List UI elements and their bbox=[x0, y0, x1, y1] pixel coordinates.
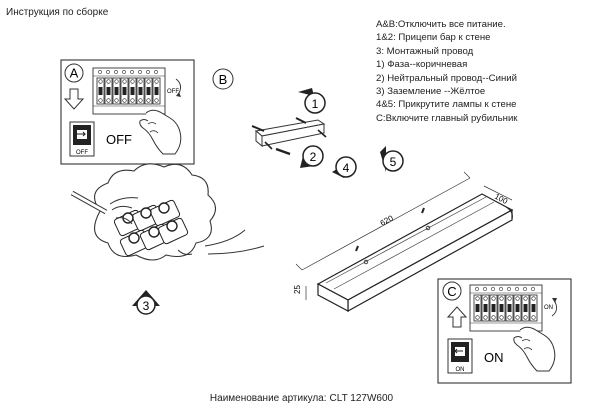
panel-a-letter: A bbox=[70, 66, 79, 81]
panel-a-badge bbox=[64, 63, 84, 83]
instruction-line: 4&5: Прикрутите лампы к стене bbox=[376, 99, 517, 111]
panel-c: C ON ON ON bbox=[437, 278, 572, 384]
small-switch-label: OFF bbox=[76, 150, 88, 156]
off-label: OFF bbox=[106, 132, 132, 147]
step-4-badge: 4 bbox=[332, 156, 357, 178]
step-3-label: 3 bbox=[143, 299, 150, 313]
article-model: CLT 127W600 bbox=[329, 393, 394, 404]
step-2-label: 2 bbox=[310, 150, 317, 164]
small-switch-icon bbox=[447, 338, 473, 374]
panel-b-badge bbox=[212, 68, 234, 90]
instruction-list: A&B:Отключить все питание. 1&2: Прицепи … bbox=[376, 18, 518, 125]
article-name-label: Наименование артикула: bbox=[209, 393, 327, 404]
breaker-on-label: ON bbox=[544, 305, 553, 311]
step-5-badge: 5 bbox=[380, 146, 404, 172]
panel-b: B bbox=[212, 68, 234, 90]
lamp-drawing bbox=[295, 171, 514, 313]
wiring-cloud bbox=[70, 163, 265, 261]
hand-icon bbox=[139, 109, 182, 155]
step-4-label: 4 bbox=[343, 161, 350, 175]
step-1-label: 1 bbox=[312, 97, 319, 111]
arrow-up-icon bbox=[446, 306, 468, 328]
dimension-length: 620 bbox=[379, 213, 395, 227]
instruction-line: 3: Монтажный провод bbox=[376, 45, 474, 57]
dimension-height: 25 bbox=[293, 285, 302, 294]
breaker-box-icon bbox=[92, 67, 166, 115]
document-title: Инструкция по сборке bbox=[6, 7, 109, 18]
instruction-line: 1) Фаза--коричневая bbox=[376, 59, 468, 71]
instruction-line: 1&2: Прицепи бар к стене bbox=[376, 32, 491, 44]
panel-c-letter: C bbox=[447, 284, 456, 299]
footer: Наименование артикула:CLT 127W600 bbox=[0, 393, 600, 404]
step-3-badge: 3 bbox=[132, 290, 160, 315]
panel-c-badge bbox=[442, 281, 462, 301]
panel-b-letter: B bbox=[219, 72, 228, 87]
step-1-badge: 1 bbox=[298, 88, 326, 114]
breaker-box-icon bbox=[469, 284, 543, 332]
instruction-line: 3) Заземление --Жёлтое bbox=[376, 86, 486, 98]
instruction-line: 2) Нейтральный провод--Синий bbox=[376, 72, 517, 84]
step-2-badge: 2 bbox=[300, 145, 324, 168]
hand-icon bbox=[513, 326, 556, 372]
mounting-bar-drawing bbox=[251, 117, 327, 156]
instruction-line: A&B:Отключить все питание. bbox=[376, 19, 506, 30]
step-5-label: 5 bbox=[390, 155, 397, 169]
on-label: ON bbox=[484, 350, 504, 365]
small-switch-label: ON bbox=[456, 367, 465, 373]
arrow-down-icon bbox=[63, 88, 85, 110]
breaker-off-label: OFF bbox=[167, 89, 179, 95]
small-switch-icon bbox=[69, 121, 95, 157]
instruction-line: C:Включите главный рубильник bbox=[376, 112, 518, 124]
panel-a: A OFF OFF bbox=[60, 59, 195, 165]
